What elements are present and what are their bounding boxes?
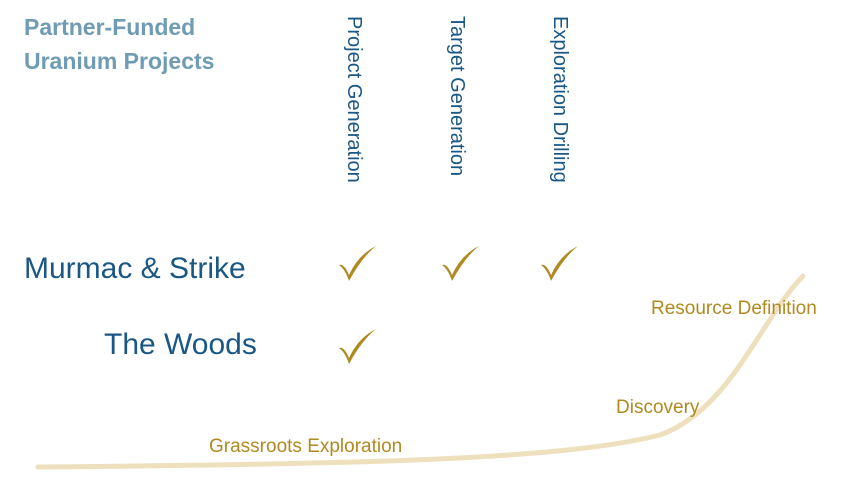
stage-label-resource-definition: Resource Definition xyxy=(651,298,817,319)
column-header-exploration-drilling: Exploration Drilling xyxy=(549,16,571,183)
title-line-1: Partner-Funded xyxy=(24,14,196,40)
column-header-target-generation: Target Generation xyxy=(446,16,468,177)
page-title: Partner-Funded Uranium Projects xyxy=(24,10,214,78)
stage-label-discovery: Discovery xyxy=(616,397,700,418)
project-name-murmac-strike: Murmac & Strike xyxy=(24,252,246,285)
checkmark-icon xyxy=(442,246,479,281)
checkmark-icon xyxy=(541,246,578,281)
project-name-the-woods: The Woods xyxy=(104,328,257,361)
stage-label-grassroots-exploration: Grassroots Exploration xyxy=(209,436,403,457)
checkmark-icon xyxy=(339,329,376,364)
title-line-2: Uranium Projects xyxy=(24,48,215,74)
checkmark-icon xyxy=(339,246,376,281)
column-header-project-generation: Project Generation xyxy=(343,16,365,183)
